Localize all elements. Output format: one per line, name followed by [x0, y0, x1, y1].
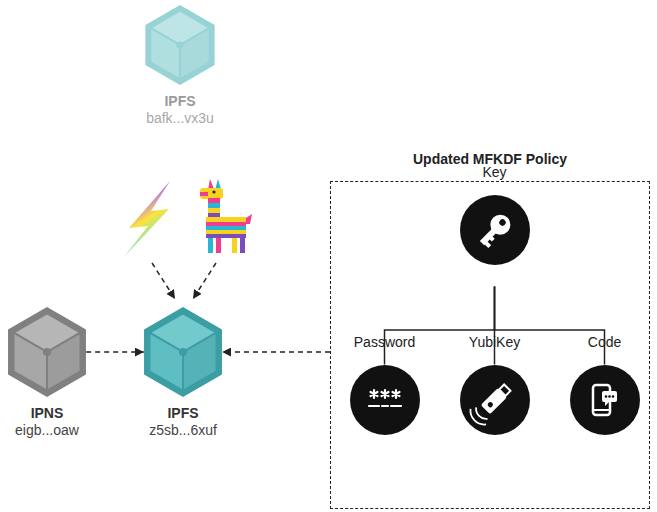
cube-dot	[43, 348, 51, 356]
node-hash: bafk...vx3u	[146, 110, 214, 127]
node-name: IPFS	[164, 93, 195, 110]
dashed-arrow	[86, 351, 144, 353]
factor-label: Key	[482, 164, 506, 181]
cube-outline	[8, 307, 86, 397]
policy-box: Updated MFKDF PolicyKeyPasswordYubiKeyCo…	[330, 181, 650, 509]
policy-circles	[350, 195, 640, 435]
tree-line	[385, 287, 495, 365]
factor-circle: YubiKey	[460, 365, 530, 462]
tree-line	[495, 287, 605, 365]
node-name: IPFS	[167, 405, 198, 422]
dashed-arrow	[193, 263, 216, 299]
factor-circle: Code	[570, 365, 640, 462]
node-hash: eigb...oaw	[15, 422, 79, 439]
cube-face	[183, 333, 217, 391]
factor-circle: Key	[460, 195, 530, 285]
key-icon	[475, 210, 515, 250]
cube-face	[47, 333, 81, 391]
cube-outline	[144, 307, 222, 397]
ipfs-cube: IPNSeigb...oaw	[8, 307, 86, 439]
node-hash: z5sb...6xuf	[149, 422, 217, 439]
llama-icon	[200, 179, 252, 253]
dashed-arrow	[222, 351, 330, 353]
dashed-arrow	[152, 263, 175, 299]
cube-face	[13, 333, 47, 391]
cube-face	[180, 28, 210, 80]
factor-circle: Password	[350, 365, 420, 462]
password-icon	[369, 390, 401, 406]
cube-dot	[179, 348, 187, 356]
node-name: IPNS	[31, 405, 64, 422]
cube-face	[149, 333, 183, 391]
cube-group	[8, 5, 222, 397]
code-icon	[593, 385, 617, 415]
factor-label: Code	[588, 334, 621, 351]
yubikey-icon	[467, 380, 515, 428]
ipfs-cube: IPFSbafk...vx3u	[142, 5, 218, 127]
cube-face	[150, 28, 180, 80]
cube-dot	[176, 41, 183, 48]
factor-label: YubiKey	[469, 334, 520, 351]
factor-label: Password	[354, 334, 415, 351]
ipfs-cube: IPFSz5sb...6xuf	[144, 307, 222, 439]
cube-outline	[145, 5, 214, 85]
lightning-icon	[124, 181, 170, 257]
